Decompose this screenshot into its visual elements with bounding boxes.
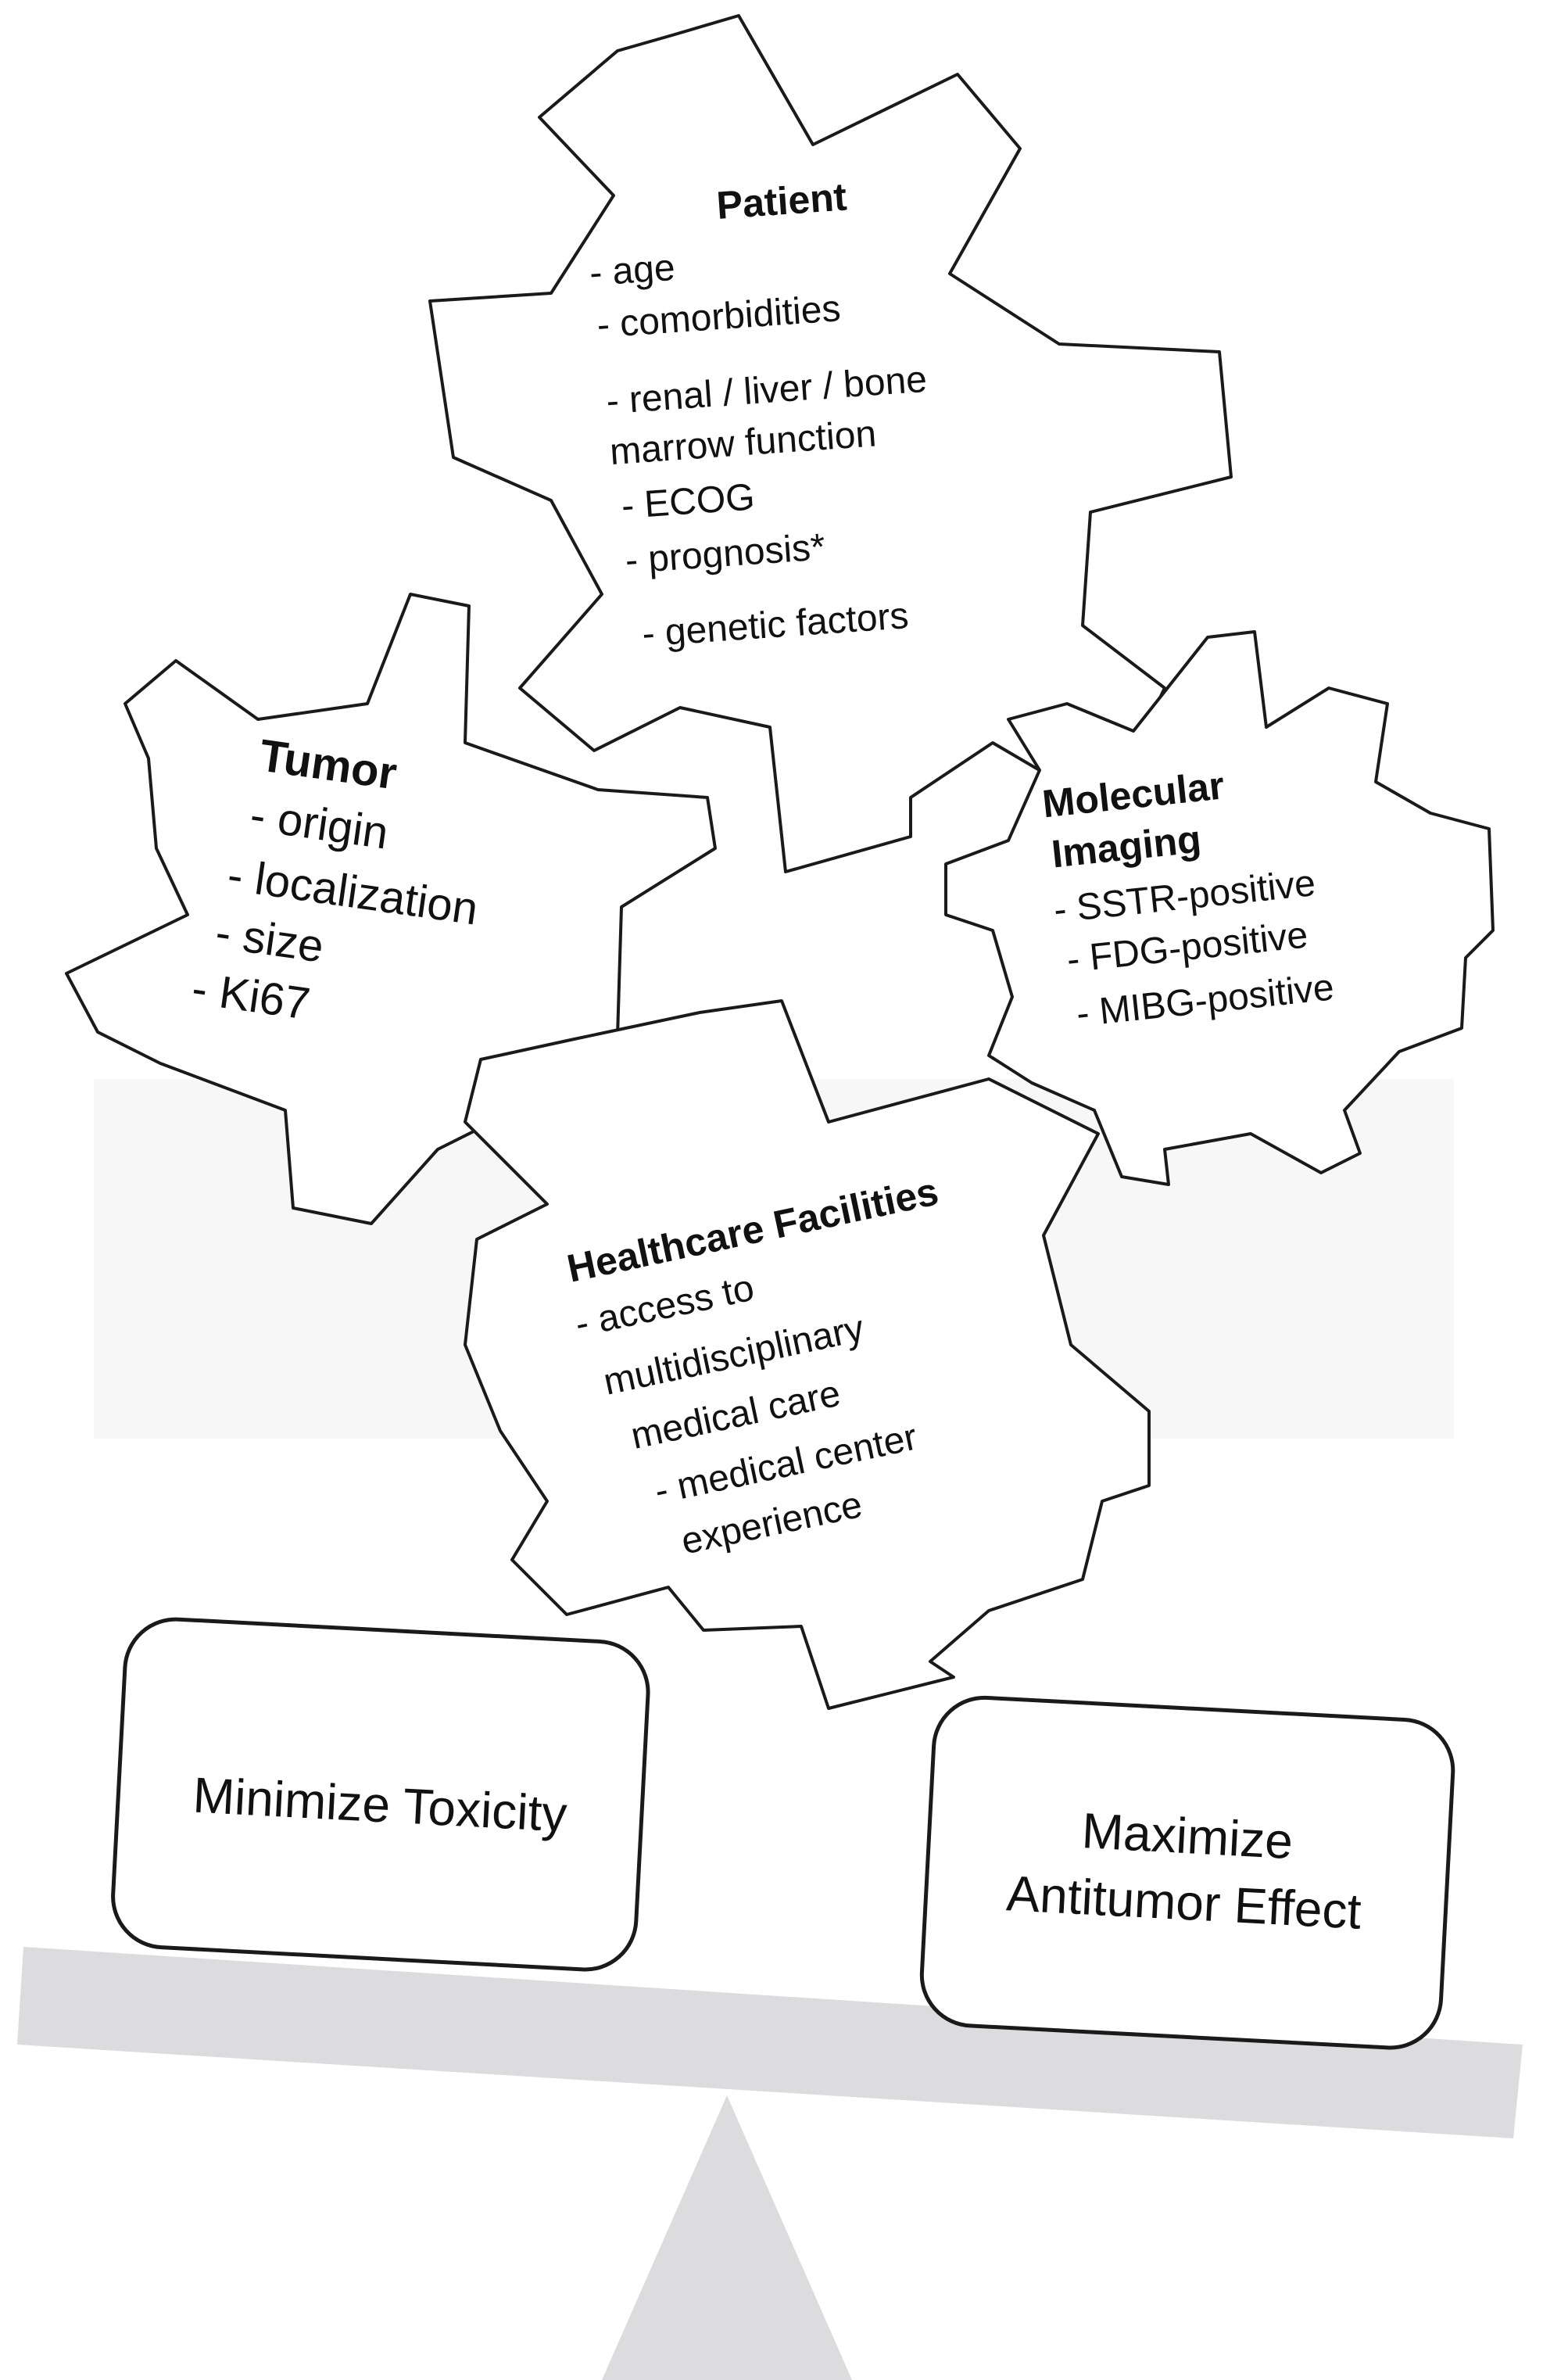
patient-title: Patient	[715, 174, 849, 228]
fulcrum	[602, 2095, 852, 2380]
gear-patient-outline	[428, 14, 1233, 873]
gear-molecular-imaging: Molecular Imaging - SSTR-positive - FDG-…	[944, 630, 1495, 1186]
gear-healthcare-facilities-outline	[464, 999, 1151, 1710]
maximize-antitumor-box: Maximize Antitumor Effect	[919, 1695, 1455, 2050]
maximize-antitumor-frame	[919, 1695, 1455, 2050]
gear-healthcare-facilities: Healthcare Facilities - access to multid…	[464, 999, 1151, 1710]
balance-beam	[17, 1947, 1523, 2138]
patient-item: - ECOG	[620, 476, 756, 527]
patient-item: - age	[588, 247, 676, 295]
maximize-antitumor-label: Maximize	[1080, 1802, 1294, 1869]
minimize-toxicity-frame	[111, 1617, 650, 1972]
minimize-toxicity-box: Minimize Toxicity	[111, 1617, 650, 1972]
gear-molecular-imaging-outline	[944, 630, 1495, 1186]
gear-patient: Patient - age - comorbidities - renal / …	[428, 14, 1233, 873]
